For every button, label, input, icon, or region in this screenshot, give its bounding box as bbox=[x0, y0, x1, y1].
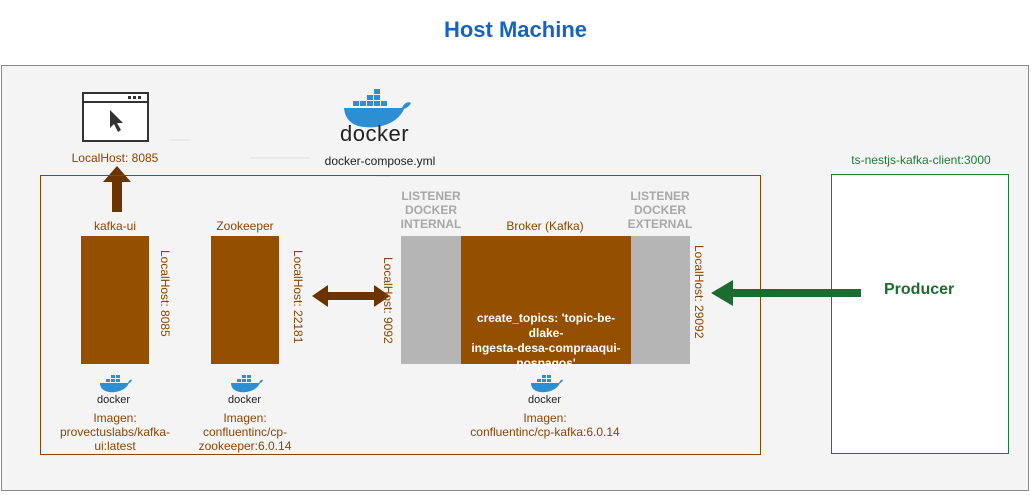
docker-whale-icon bbox=[344, 89, 411, 128]
zookeeper-container bbox=[211, 236, 279, 364]
broker-docker-icon bbox=[531, 375, 563, 393]
kafka-ui-to-browser-arrow bbox=[103, 166, 131, 212]
listener-external-line2: DOCKER bbox=[633, 203, 686, 217]
kafka-ui-image-prefix: Imagen: bbox=[93, 411, 137, 425]
zookeeper-image-line2: zookeeper:6.0.14 bbox=[198, 439, 292, 453]
broker-external-port-label: LocalHost: 29092 bbox=[692, 245, 706, 339]
kafka-ui-image-line2: ui:latest bbox=[94, 439, 136, 453]
listener-internal-block bbox=[401, 236, 461, 364]
broker-docker-text: docker bbox=[528, 394, 562, 406]
kafka-ui-docker-icon bbox=[100, 375, 132, 393]
listener-internal-label: LISTENER DOCKER INTERNAL bbox=[396, 189, 466, 231]
zookeeper-image-label: Imagen: confluentinc/cp- zookeeper:6.0.1… bbox=[180, 411, 310, 453]
listener-external-line3: EXTERNAL bbox=[627, 217, 693, 231]
broker-create-topics: create_topics: 'topic-be-dlake- ingesta-… bbox=[461, 311, 631, 371]
producer-label: Producer bbox=[884, 281, 955, 298]
page-title: Host Machine bbox=[443, 17, 588, 42]
kafka-ui-docker-text: docker bbox=[97, 394, 131, 406]
kafka-ui-image-line1: provectuslabs/kafka- bbox=[59, 425, 171, 439]
listener-external-line1: LISTENER bbox=[630, 189, 690, 203]
faint-connectors bbox=[170, 139, 390, 177]
kafka-ui-port-label: LocalHost: 8085 bbox=[158, 250, 172, 337]
broker-image-label: Imagen: confluentinc/cp-kafka:6.0.14 bbox=[460, 411, 630, 439]
broker-internal-port-label: LocalHost: 9092 bbox=[381, 257, 395, 344]
topics-line1: create_topics: 'topic-be-dlake- bbox=[476, 311, 616, 340]
listener-external-block bbox=[631, 236, 690, 364]
docker-compose-area bbox=[40, 175, 761, 455]
zookeeper-port-label: LocalHost: 22181 bbox=[291, 250, 305, 344]
topics-line2: ingesta-desa-compraaqui- bbox=[471, 341, 621, 355]
zookeeper-name: Zookeeper bbox=[216, 219, 274, 233]
client-container bbox=[831, 174, 1009, 454]
zookeeper-image-line1: confluentinc/cp- bbox=[202, 425, 288, 439]
cursor-icon bbox=[110, 110, 123, 132]
zookeeper-docker-icon bbox=[231, 375, 263, 393]
listener-external-label: LISTENER DOCKER EXTERNAL bbox=[624, 189, 696, 231]
broker-image-prefix: Imagen: bbox=[523, 411, 567, 425]
zookeeper-broker-double-arrow bbox=[312, 285, 390, 307]
client-name-label: ts-nestjs-kafka-client:3000 bbox=[851, 153, 991, 167]
kafka-ui-container bbox=[81, 236, 149, 364]
docker-logo-text: docker bbox=[340, 121, 410, 146]
kafka-ui-image-label: Imagen: provectuslabs/kafka- ui:latest bbox=[45, 411, 185, 453]
docker-compose-file-label: docker-compose.yml bbox=[324, 154, 436, 168]
listener-internal-line2: DOCKER bbox=[404, 203, 457, 217]
listener-internal-line1: LISTENER bbox=[401, 189, 461, 203]
browser-window-icon bbox=[82, 92, 149, 142]
broker-name: Broker (Kafka) bbox=[506, 219, 584, 233]
kafka-ui-name: kafka-ui bbox=[93, 219, 137, 233]
browser-localhost-label: LocalHost: 8085 bbox=[71, 151, 159, 165]
broker-image-name: confluentinc/cp-kafka:6.0.14 bbox=[470, 425, 620, 439]
listener-internal-line3: INTERNAL bbox=[400, 217, 462, 231]
zookeeper-image-prefix: Imagen: bbox=[223, 411, 267, 425]
zookeeper-docker-text: docker bbox=[228, 394, 262, 406]
topics-line3: pospagos' bbox=[516, 356, 576, 370]
broker-container: create_topics: 'topic-be-dlake- ingesta-… bbox=[461, 236, 631, 370]
producer-to-broker-arrow bbox=[711, 280, 861, 306]
